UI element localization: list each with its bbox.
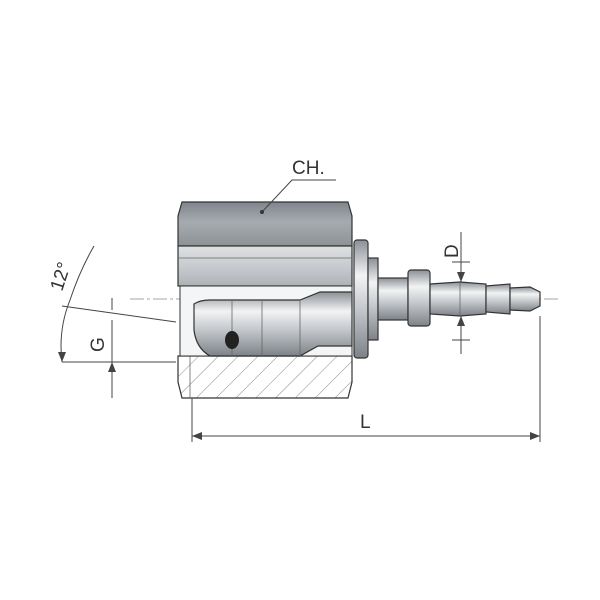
flange-washer xyxy=(353,239,369,359)
shank xyxy=(377,277,409,321)
hex-nut-middle-face xyxy=(177,245,353,287)
o-ring xyxy=(225,331,239,349)
diameter-label: D xyxy=(442,244,463,258)
inner-nipple xyxy=(193,291,353,357)
hex-size-label: CH. xyxy=(292,158,325,179)
thread-label: G xyxy=(88,337,109,352)
collar xyxy=(407,269,431,327)
hose-barb xyxy=(429,281,487,317)
angle-label: 12° xyxy=(47,260,76,294)
length-label: L xyxy=(360,412,371,433)
nut-section-hatch xyxy=(177,355,353,399)
